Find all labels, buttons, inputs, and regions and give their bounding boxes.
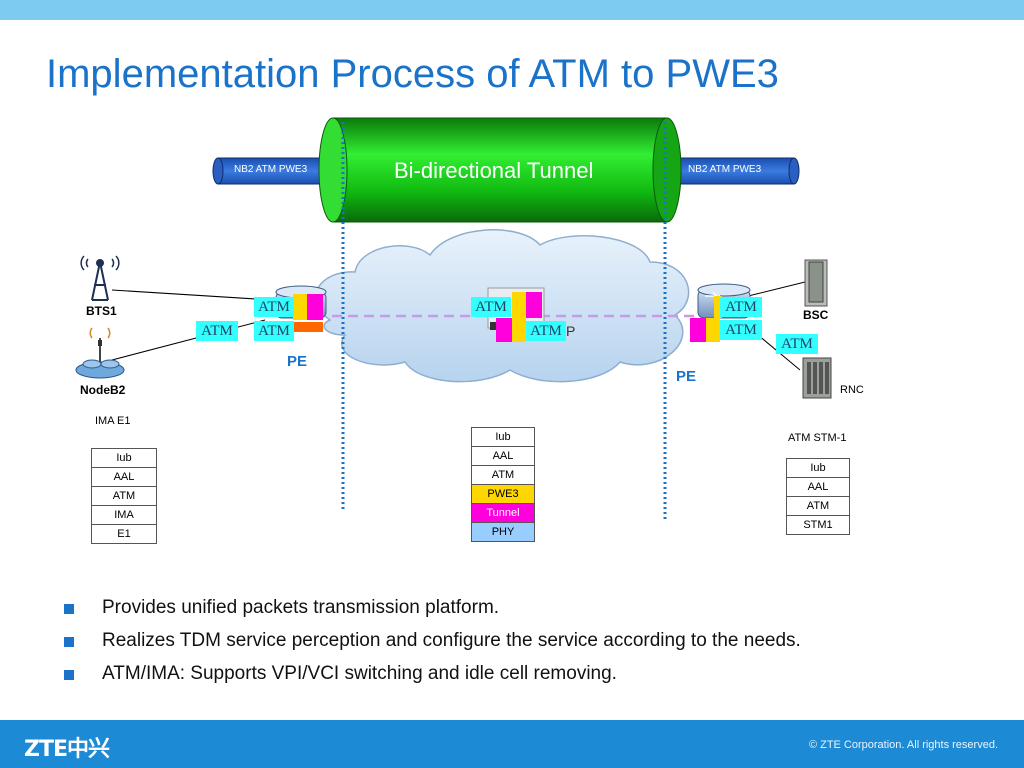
- bsc-label: BSC: [803, 308, 829, 322]
- stack-layer: STM1: [786, 516, 850, 535]
- bullet-text: Provides unified packets transmission pl…: [102, 597, 500, 618]
- pipe-left-label: NB2 ATM PWE3: [234, 164, 308, 175]
- link-bts-pe: [111, 289, 273, 301]
- bts-tower-icon: [80, 255, 120, 301]
- pipe-right-label: NB2 ATM PWE3: [688, 164, 762, 175]
- link-nodeb-pe: [111, 319, 266, 361]
- stack-layer: Iub: [471, 427, 535, 447]
- bullet-item: Realizes TDM service perception and conf…: [62, 630, 801, 663]
- cell-yellow: [706, 318, 720, 342]
- cell-magenta: [307, 294, 323, 320]
- cell-magenta: [526, 292, 542, 318]
- rnc-label: RNC: [840, 384, 864, 396]
- atm-tag: ATM: [720, 297, 762, 317]
- stack-layer: Iub: [91, 448, 157, 468]
- link-pe-bsc: [739, 281, 806, 299]
- atm-tag: ATM: [471, 297, 511, 317]
- pe-right-label: PE: [676, 368, 697, 385]
- bi-directional-tunnel: [318, 117, 682, 223]
- bullet-square-icon: [64, 604, 74, 614]
- bullet-text: ATM/IMA: Supports VPI/VCI switching and …: [102, 663, 617, 684]
- stack-layer: Iub: [786, 458, 850, 478]
- bullet-square-icon: [64, 637, 74, 647]
- bts-label: BTS1: [86, 304, 117, 318]
- atm-tag: ATM: [720, 320, 762, 340]
- cell-yellow: [293, 294, 307, 320]
- bullet-square-icon: [64, 670, 74, 680]
- bullet-item: ATM/IMA: Supports VPI/VCI switching and …: [62, 663, 801, 696]
- atm-tag: ATM: [254, 321, 294, 341]
- stack-layer: E1: [91, 525, 157, 544]
- stack-layer-pwe3: PWE3: [471, 485, 535, 504]
- bullet-text: Realizes TDM service perception and conf…: [102, 630, 801, 651]
- stack-layer-phy: PHY: [471, 523, 535, 542]
- stack-right-caption: ATM STM-1: [788, 432, 847, 444]
- pe-left-label: PE: [287, 353, 308, 370]
- protocol-stack-middle: Iub AAL ATM PWE3 Tunnel PHY: [471, 427, 535, 542]
- atm-tag: ATM: [776, 334, 818, 354]
- cell-yellow: [512, 292, 526, 318]
- p-node-label: P: [566, 323, 576, 339]
- atm-tag: ATM: [254, 297, 294, 317]
- bullet-item: Provides unified packets transmission pl…: [62, 597, 801, 630]
- protocol-stack-right: Iub AAL ATM STM1: [786, 458, 850, 535]
- stack-layer: AAL: [786, 478, 850, 497]
- protocol-stack-left: Iub AAL ATM IMA E1: [91, 448, 157, 544]
- cell-gradient: [293, 322, 323, 332]
- cell-magenta: [496, 318, 512, 342]
- atm-tag: ATM: [526, 321, 566, 341]
- bullet-list: Provides unified packets transmission pl…: [62, 597, 801, 696]
- pipe-right: [671, 157, 800, 185]
- stack-layer: IMA: [91, 506, 157, 525]
- stack-layer: AAL: [91, 468, 157, 487]
- rnc-server-icon: [802, 357, 832, 399]
- stack-layer: ATM: [91, 487, 157, 506]
- copyright-text: © ZTE Corporation. All rights reserved.: [808, 739, 998, 751]
- cell-yellow: [512, 318, 526, 342]
- zte-logo: ZTE中兴: [24, 737, 110, 762]
- stack-layer: ATM: [786, 497, 850, 516]
- tunnel-label: Bi-directional Tunnel: [394, 158, 594, 183]
- nodeb-label: NodeB2: [80, 383, 126, 397]
- stack-layer-tunnel: Tunnel: [471, 504, 535, 523]
- cell-magenta: [690, 318, 706, 342]
- footer-bar: [0, 720, 1024, 768]
- stack-left-caption: IMA E1: [95, 415, 131, 427]
- nodeb-icon: [75, 327, 125, 379]
- cell-yellow: [714, 296, 722, 318]
- atm-tag: ATM: [196, 321, 238, 341]
- stack-layer: AAL: [471, 447, 535, 466]
- slide-title: Implementation Process of ATM to PWE3: [46, 52, 779, 96]
- top-accent-bar: [0, 0, 1024, 20]
- pipe-left: [212, 157, 339, 185]
- stack-layer: ATM: [471, 466, 535, 485]
- bsc-server-icon: [804, 259, 828, 307]
